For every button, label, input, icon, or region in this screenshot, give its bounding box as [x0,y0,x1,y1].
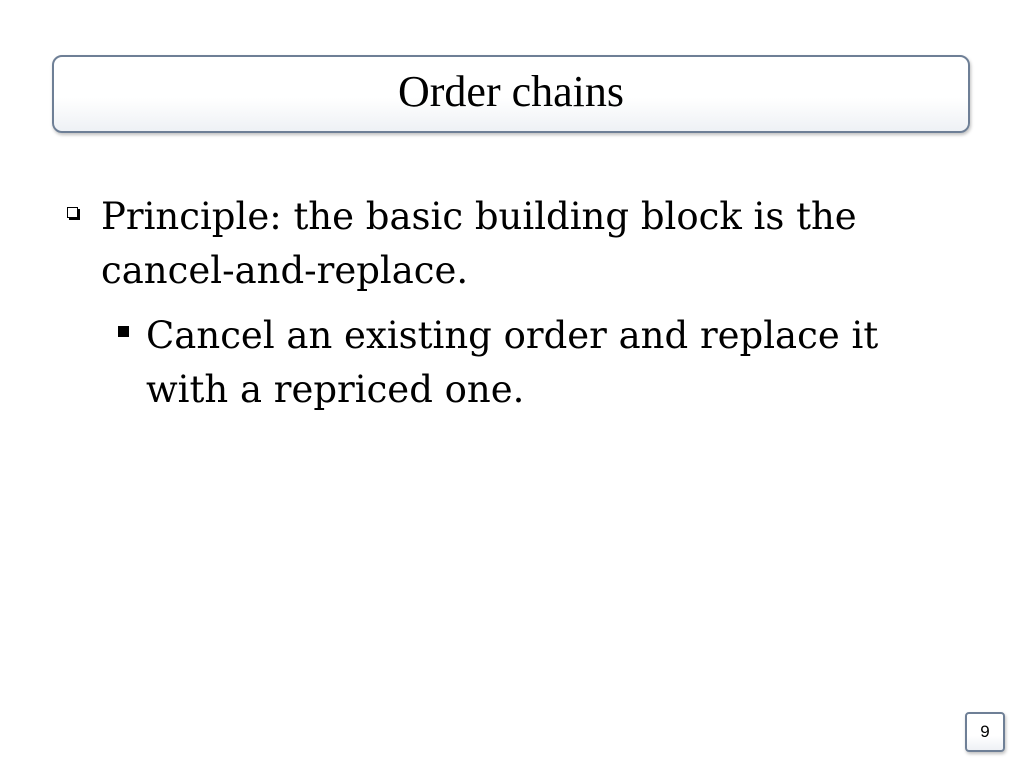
slide-title: Order chains [397,67,624,116]
page-number: 9 [965,712,1005,752]
sub-bullet-text: Cancel an existing order and replace it … [146,314,879,411]
filled-square-bullet-icon [118,326,129,337]
title-box: Order chains [52,55,970,133]
hollow-square-bullet-icon [67,207,78,218]
bullet-text: Principle: the basic building block is t… [101,195,857,292]
